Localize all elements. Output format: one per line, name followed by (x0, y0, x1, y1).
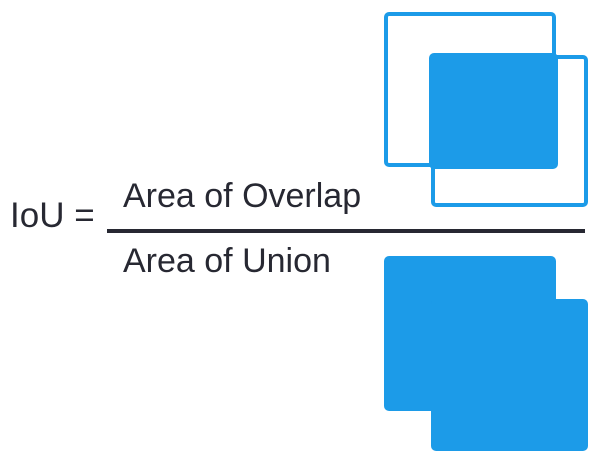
area-of-union-diagram (376, 248, 600, 464)
overlap-intersection-fill (429, 53, 558, 169)
overlap-svg (384, 12, 588, 207)
union-svg (384, 256, 588, 451)
fraction-bar (107, 229, 585, 233)
fraction-denominator: Area of Union (123, 242, 331, 280)
union-box-b-fill (431, 299, 588, 451)
iou-label: IoU = (10, 196, 95, 235)
fraction-numerator: Area of Overlap (123, 177, 362, 215)
fraction: Area of Overlap Area of Union (107, 176, 585, 285)
area-of-overlap-diagram (376, 4, 600, 220)
